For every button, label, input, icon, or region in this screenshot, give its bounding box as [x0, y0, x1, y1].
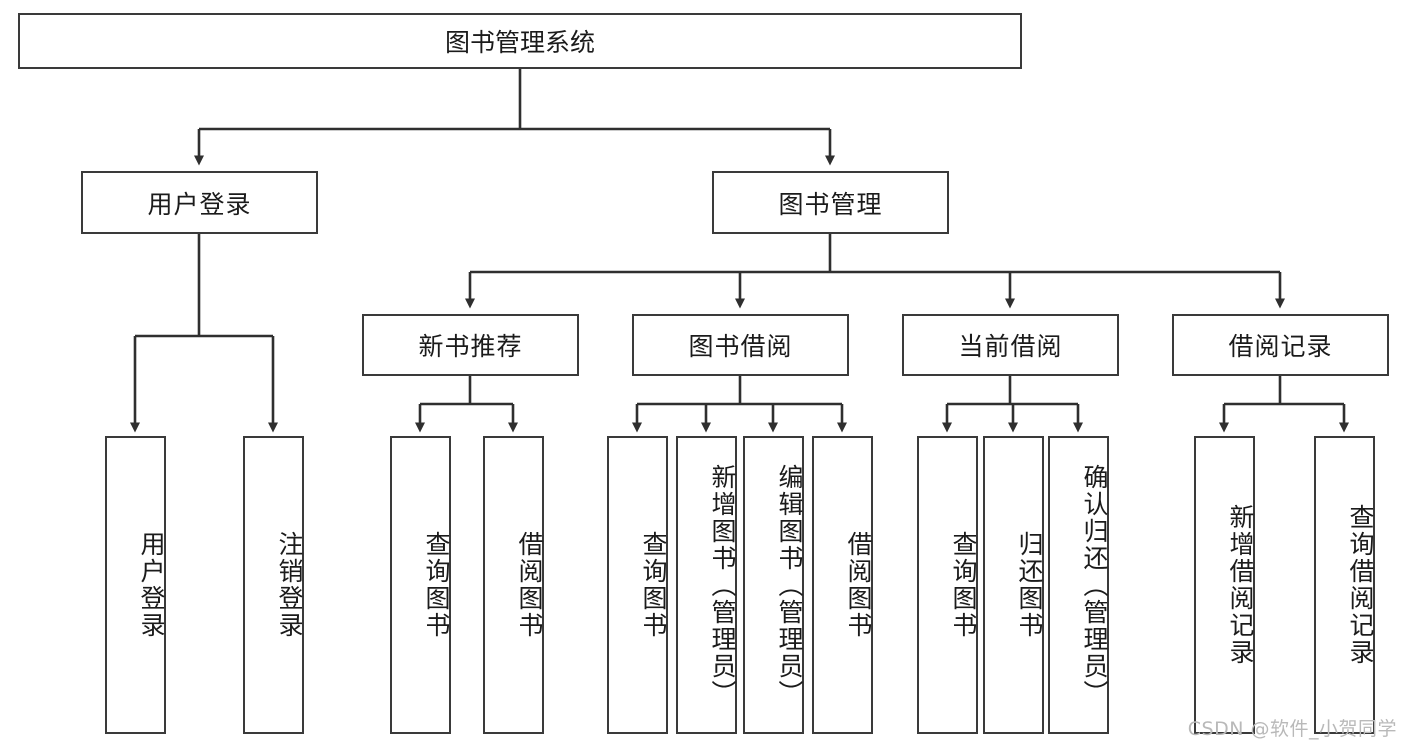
node-current-borrow-label: 当前借阅	[958, 332, 1063, 361]
node-book-management[interactable]: 图书管理	[712, 171, 949, 234]
leaf-query-book-1[interactable]: 查询图书	[390, 436, 451, 734]
leaf-confirm-return-label: 确认归还（管理员）	[1080, 463, 1109, 707]
node-user-login-label: 用户登录	[147, 189, 252, 219]
leaf-edit-book[interactable]: 编辑图书（管理员）	[743, 436, 804, 734]
leaf-confirm-return[interactable]: 确认归还（管理员）	[1048, 436, 1109, 734]
leaf-add-book-label: 新增图书（管理员）	[708, 463, 737, 707]
leaf-borrow-book-1[interactable]: 借阅图书	[483, 436, 544, 734]
leaf-borrow-book-1-label: 借阅图书	[515, 531, 544, 639]
leaf-return-book-label: 归还图书	[1015, 531, 1044, 639]
leaf-edit-book-label: 编辑图书（管理员）	[775, 463, 804, 707]
leaf-query-book-2[interactable]: 查询图书	[607, 436, 668, 734]
leaf-borrow-book-2-label: 借阅图书	[844, 531, 873, 639]
leaf-query-book-3[interactable]: 查询图书	[917, 436, 978, 734]
leaf-query-book-2-label: 查询图书	[639, 531, 668, 639]
leaf-add-book[interactable]: 新增图书（管理员）	[676, 436, 737, 734]
leaf-logout[interactable]: 注销登录	[243, 436, 304, 734]
leaf-query-book-1-label: 查询图书	[422, 531, 451, 639]
leaf-borrow-book-2[interactable]: 借阅图书	[812, 436, 873, 734]
node-new-book-recommend[interactable]: 新书推荐	[362, 314, 579, 376]
leaf-query-book-3-label: 查询图书	[949, 531, 978, 639]
node-book-borrow-label: 图书借阅	[688, 332, 793, 361]
node-current-borrow[interactable]: 当前借阅	[902, 314, 1119, 376]
leaf-add-borrow-record-label: 新增借阅记录	[1226, 504, 1255, 666]
leaf-query-borrow-record[interactable]: 查询借阅记录	[1314, 436, 1375, 734]
node-borrow-record-label: 借阅记录	[1228, 332, 1333, 361]
leaf-return-book[interactable]: 归还图书	[983, 436, 1044, 734]
leaf-query-borrow-record-label: 查询借阅记录	[1346, 504, 1375, 666]
node-book-borrow[interactable]: 图书借阅	[632, 314, 849, 376]
node-root-label: 图书管理系统	[444, 28, 595, 57]
node-user-login[interactable]: 用户登录	[81, 171, 318, 234]
node-new-book-recommend-label: 新书推荐	[418, 332, 523, 361]
node-root[interactable]: 图书管理系统	[18, 13, 1022, 69]
leaf-user-login[interactable]: 用户登录	[105, 436, 166, 734]
leaf-user-login-label: 用户登录	[137, 531, 166, 639]
leaf-logout-label: 注销登录	[275, 531, 304, 639]
node-book-management-label: 图书管理	[778, 189, 883, 219]
node-borrow-record[interactable]: 借阅记录	[1172, 314, 1389, 376]
leaf-add-borrow-record[interactable]: 新增借阅记录	[1194, 436, 1255, 734]
